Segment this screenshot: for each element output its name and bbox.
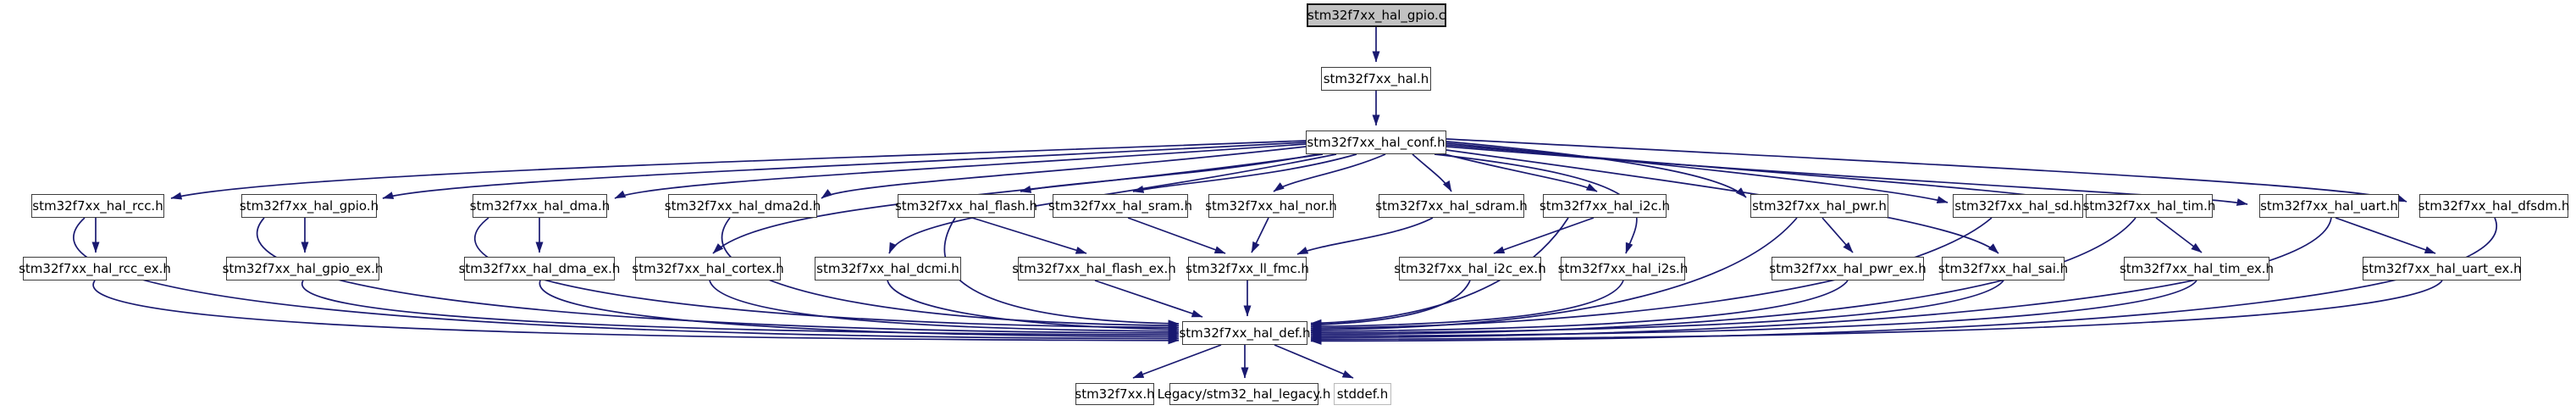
node-stm32f7xx-hal-rcc-h[interactable]: stm32f7xx_hal_rcc.h [31,194,164,218]
node-stm32f7xx-hal-sd-h[interactable]: stm32f7xx_hal_sd.h [1953,194,2083,218]
node-stm32f7xx-hal-gpio-h[interactable]: stm32f7xx_hal_gpio.h [240,194,379,218]
edge-uart-def [1310,217,2332,342]
node-stm32f7xx-hal-i2c-h[interactable]: stm32f7xx_hal_i2c.h [1540,194,1670,218]
edge-pwr-pwrex [1821,217,1854,253]
edge-uart-uartex [2335,217,2436,254]
edge-flashex-def [1094,280,1203,318]
edge-def-stddef [1274,344,1354,379]
node-stm32f7xx-hal-dcmi-h[interactable]: stm32f7xx_hal_dcmi.h [815,257,961,280]
edge-flash-def [943,217,1180,328]
edge-flash-flashex [971,217,1087,254]
edge-conf-nor [1273,153,1386,192]
edge-cortex-def [709,280,1180,336]
edge-dma2d-def [721,217,1180,330]
node-stm32f7xx-hal-dma2d-h[interactable]: stm32f7xx_hal_dma2d.h [665,194,821,218]
edge-rcc-def [73,217,1180,343]
edge-uartex-def [1310,280,2443,343]
edge-dfsdm-def [1310,217,2497,345]
node-stm32f7xx-hal-h[interactable]: stm32f7xx_hal.h [1321,67,1431,91]
node-legacy-stm32-hal-legacy-h[interactable]: Legacy/stm32_hal_legacy.h [1158,383,1330,405]
node-stm32f7xx-hal-tim-h[interactable]: stm32f7xx_hal_tim.h [2083,194,2215,218]
node-stm32f7xx-hal-uart-h[interactable]: stm32f7xx_hal_uart.h [2259,194,2399,218]
node-stm32f7xx-hal-rcc-ex-h[interactable]: stm32f7xx_hal_rcc_ex.h [19,257,171,280]
edge-conf-rcc [170,140,1307,200]
node-stm32f7xx-hal-gpio-ex-h[interactable]: stm32f7xx_hal_gpio_ex.h [223,257,383,280]
edge-conf-sram [1132,153,1357,193]
node-stm32f7xx-hal-flash-ex-h[interactable]: stm32f7xx_hal_flash_ex.h [1012,257,1176,280]
edge-dmaex-def [539,280,1180,341]
edge-dma-def [473,217,1180,331]
edge-rccex-def [92,280,1180,345]
edge-i2s-def [1310,280,1624,330]
node-stm32f7xx-hal-uart-ex-h[interactable]: stm32f7xx_hal_uart_ex.h [2362,257,2522,280]
node-stm32f7xx-hal-pwr-ex-h[interactable]: stm32f7xx_hal_pwr_ex.h [1769,257,1926,280]
node-stm32f7xx-hal-i2s-h[interactable]: stm32f7xx_hal_i2s.h [1558,257,1688,280]
node-stm32f7xx-hal-flash-h[interactable]: stm32f7xx_hal_flash.h [895,194,1037,218]
edge-pwrex-def [1310,280,1849,336]
edge-i2c-i2cex [1493,217,1595,254]
edge-pwr-def [1310,217,1798,334]
node-stm32f7xx-h[interactable]: stm32f7xx.h [1075,383,1155,405]
node-stm32f7xx-hal-dma-ex-h[interactable]: stm32f7xx_hal_dma_ex.h [459,257,620,280]
node-stm32f7xx-hal-def-h[interactable]: stm32f7xx_hal_def.h [1179,321,1311,345]
node-stm32f7xx-hal-cortex-h[interactable]: stm32f7xx_hal_cortex.h [632,257,784,280]
node-stm32f7xx-hal-sdram-h[interactable]: stm32f7xx_hal_sdram.h [1375,194,1528,218]
edge-sdram-fmc [1296,217,1434,255]
edge-conf-sdram [1412,153,1452,192]
node-stm32f7xx-hal-dma-h[interactable]: stm32f7xx_hal_dma.h [470,194,610,218]
edge-i2cex-def [1310,280,1471,329]
edge-timex-def [1310,280,2197,341]
edge-conf-i2c [1440,153,1598,192]
node-stm32f7xx-hal-dfsdm-h[interactable]: stm32f7xx_hal_dfsdm.h [2418,194,2569,218]
edge-sai-def [1310,280,2004,337]
edge-sram-fmc [1127,217,1226,254]
edge-def-mcu [1132,344,1222,379]
edge-nor-fmc [1251,217,1269,253]
edge-tim-timex [2155,217,2203,253]
edge-gpioex-def [301,280,1180,339]
node-stm32f7xx-hal-conf-h[interactable]: stm32f7xx_hal_conf.h [1306,131,1446,154]
edge-tim-def [1310,217,2137,339]
edge-conf-sai [1446,149,1999,254]
node-stm32f7xx-hal-gpio-c: stm32f7xx_hal_gpio.c [1307,3,1446,27]
edge-i2c-def [1310,217,1569,327]
node-stm32f7xx-hal-sai-h[interactable]: stm32f7xx_hal_sai.h [1938,257,2068,280]
edge-conf-pwr [1446,141,1747,198]
node-stm32f7xx-hal-nor-h[interactable]: stm32f7xx_hal_nor.h [1205,194,1337,218]
edge-dcmi-def [887,280,1180,333]
edge-conf-gpio [382,142,1307,199]
edge-gpio-def [256,217,1180,337]
node-stm32f7xx-hal-pwr-h[interactable]: stm32f7xx_hal_pwr.h [1750,194,1888,218]
node-stm32f7xx-ll-fmc-h[interactable]: stm32f7xx_ll_fmc.h [1186,257,1309,280]
edge-conf-dma2d [821,146,1307,199]
node-stddef-h: stddef.h [1334,383,1391,405]
node-stm32f7xx-hal-sram-h[interactable]: stm32f7xx_hal_sram.h [1048,194,1192,218]
node-stm32f7xx-hal-i2c-ex-h[interactable]: stm32f7xx_hal_i2c_ex.h [1394,257,1546,280]
edge-conf-dma [614,143,1307,199]
node-stm32f7xx-hal-tim-ex-h[interactable]: stm32f7xx_hal_tim_ex.h [2120,257,2274,280]
